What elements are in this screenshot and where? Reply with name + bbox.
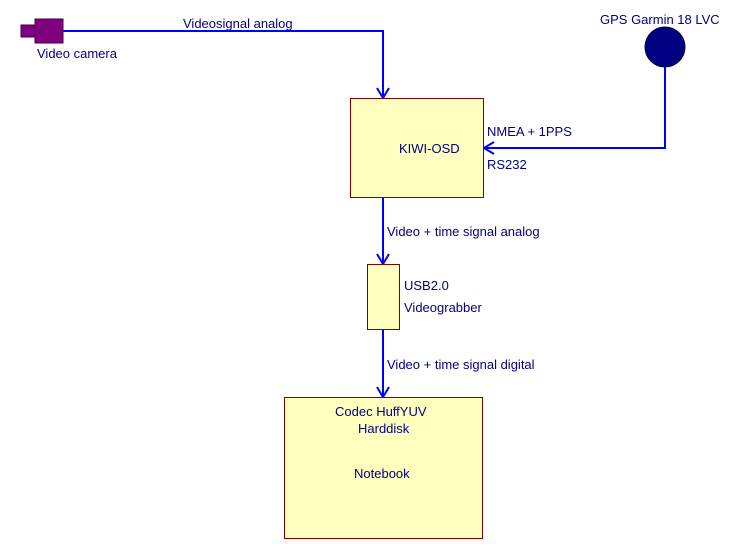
arrowhead-gps-to-kiwi xyxy=(482,141,495,155)
edge-camera-to-kiwi xyxy=(62,30,384,98)
video-camera-icon xyxy=(20,18,64,44)
edge-label-video-analog: Video + time signal analog xyxy=(387,224,540,239)
gps-label: GPS Garmin 18 LVC xyxy=(600,12,720,27)
edge-label-rs232: RS232 xyxy=(487,157,527,172)
edge-label-nmea: NMEA + 1PPS xyxy=(487,124,572,139)
notebook-label-harddisk: Harddisk xyxy=(358,421,410,436)
notebook-box xyxy=(284,397,483,539)
video-camera-label: Video camera xyxy=(37,46,117,61)
notebook-label-notebook: Notebook xyxy=(354,466,410,481)
edge-label-videosignal: Videosignal analog xyxy=(183,16,293,31)
kiwi-osd-label: KIWI-OSD xyxy=(399,141,460,156)
gps-receiver-icon xyxy=(644,26,686,68)
notebook-label-codec: Codec HuffYUV xyxy=(335,404,427,419)
videograbber-box xyxy=(367,264,400,330)
edge-label-video-digital: Video + time signal digital xyxy=(387,357,535,372)
kiwi-osd-box xyxy=(350,98,484,198)
grabber-label-usb: USB2.0 xyxy=(404,278,449,293)
edge-gps-to-kiwi xyxy=(484,66,666,149)
grabber-label-videograbber: Videograbber xyxy=(404,300,482,315)
